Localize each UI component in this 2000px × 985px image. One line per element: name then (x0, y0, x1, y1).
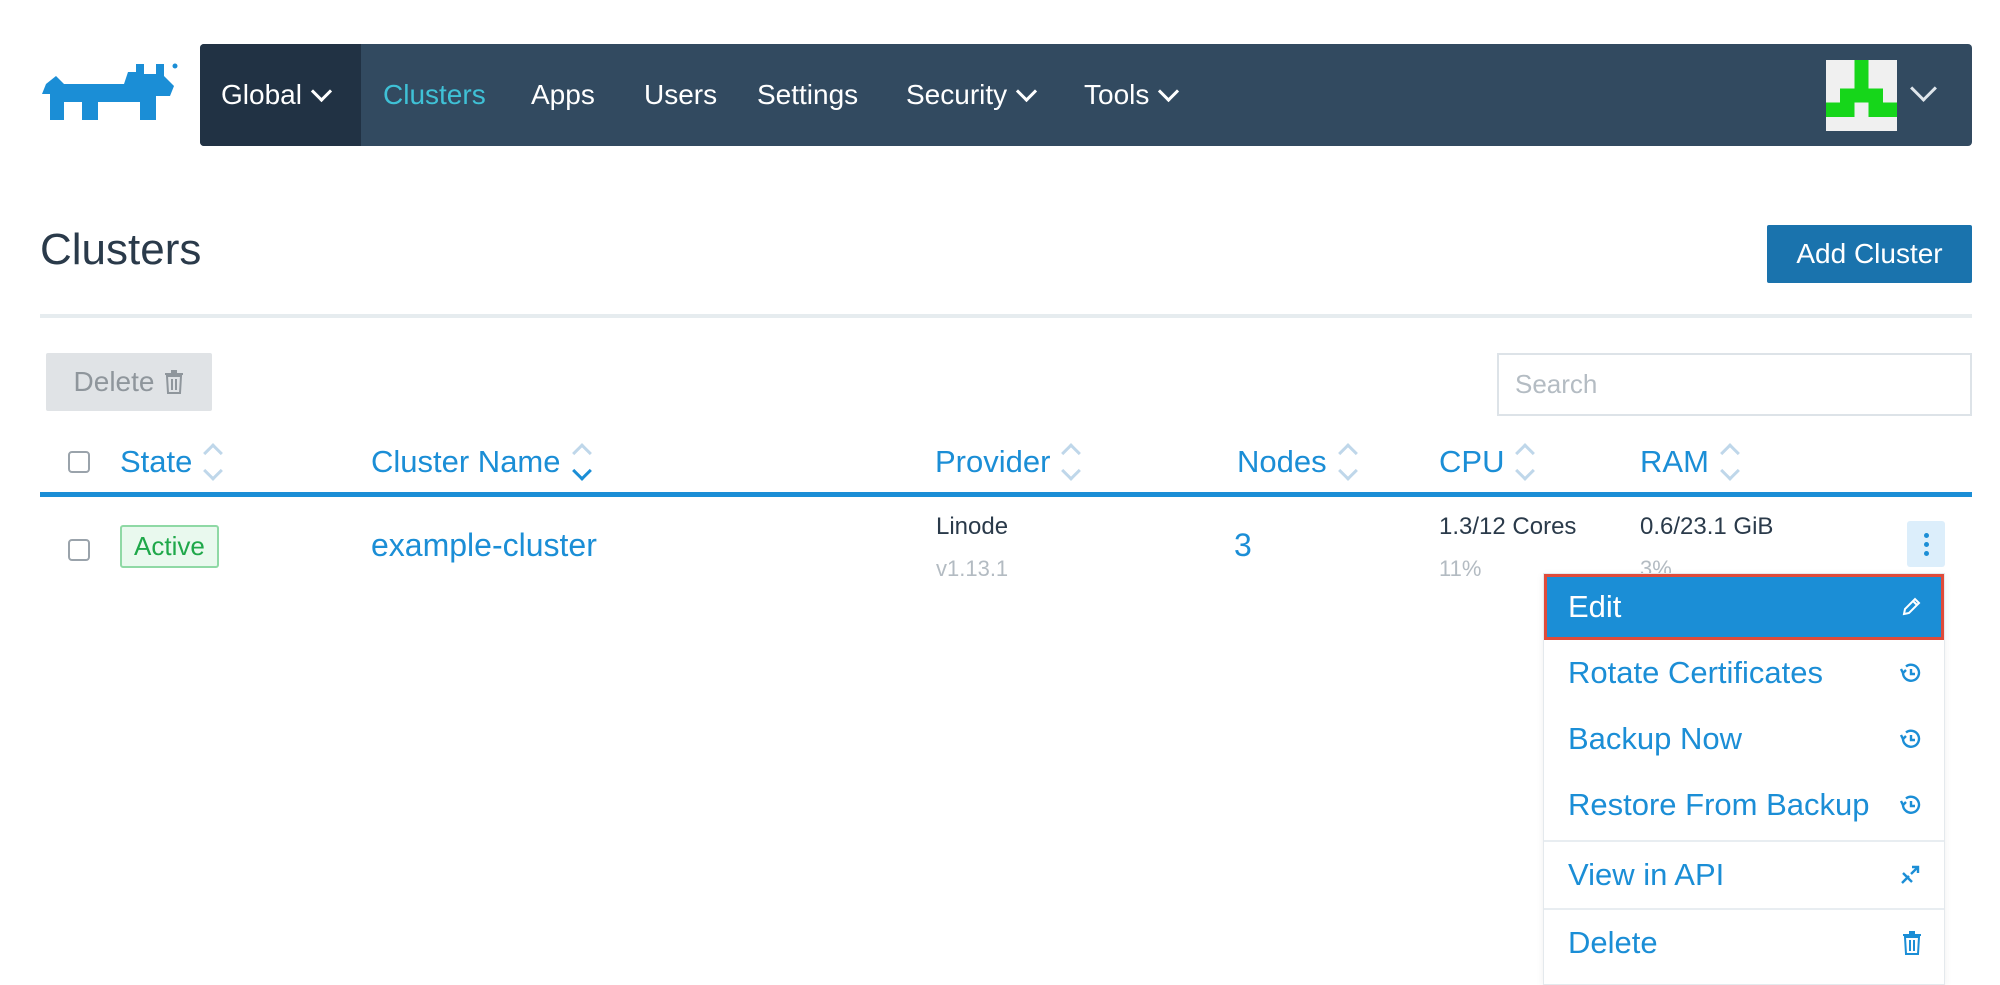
status-badge: Active (120, 525, 219, 568)
nav-tools[interactable]: Tools (1084, 44, 1180, 146)
column-header-cpu[interactable]: CPU (1439, 440, 1536, 484)
search-input[interactable] (1497, 353, 1972, 416)
row-actions-button[interactable] (1907, 521, 1945, 567)
trash-icon (165, 370, 184, 394)
sort-descending-icon (571, 443, 592, 481)
global-label: Global (221, 79, 302, 110)
nav-settings[interactable]: Settings (757, 79, 859, 110)
menu-item-rotate-certificates[interactable]: Rotate Certificates (1544, 640, 1944, 706)
trash-icon (1903, 931, 1921, 955)
history-icon (1899, 663, 1921, 682)
top-navbar: Global Clusters Apps Users Settings Secu… (200, 44, 1972, 146)
menu-item-delete[interactable]: Delete (1544, 910, 1944, 976)
sort-icon (203, 443, 224, 481)
cpu-percent: 11% (1439, 556, 1482, 581)
menu-item-restore-from-backup[interactable]: Restore From Backup (1544, 772, 1944, 838)
nav-users[interactable]: Users (644, 79, 718, 110)
sort-icon (1515, 443, 1536, 481)
column-header-provider[interactable]: Provider (935, 440, 1082, 484)
ram-usage: 0.6/23.1 GiB (1640, 513, 1774, 540)
user-menu-chevron-icon[interactable] (1910, 75, 1937, 102)
pencil-icon (1902, 597, 1921, 616)
global-scope-dropdown[interactable]: Global (200, 44, 361, 146)
select-all-checkbox[interactable] (68, 440, 90, 484)
table-header-rule (40, 492, 1972, 497)
chevron-down-icon (310, 80, 333, 102)
history-icon (1899, 729, 1921, 748)
column-header-state[interactable]: State (120, 440, 224, 484)
row-checkbox[interactable] (68, 539, 90, 561)
nav-apps[interactable]: Apps (531, 79, 595, 110)
kubernetes-version: v1.13.1 (936, 556, 1009, 581)
menu-item-backup-now[interactable]: Backup Now (1544, 706, 1944, 772)
add-cluster-button[interactable]: Add Cluster (1767, 225, 1972, 283)
column-header-cluster-name[interactable]: Cluster Name (371, 440, 592, 484)
cluster-name-link[interactable]: example-cluster (371, 527, 597, 563)
header-divider (40, 314, 1972, 318)
column-header-nodes[interactable]: Nodes (1237, 440, 1358, 484)
menu-item-edit[interactable]: Edit (1544, 574, 1944, 640)
external-link-icon (1901, 865, 1920, 884)
bulk-delete-button[interactable]: Delete (46, 353, 212, 411)
user-avatar[interactable] (1826, 60, 1897, 131)
column-header-ram[interactable]: RAM (1640, 440, 1740, 484)
row-actions-menu: Edit Rotate Certificates Backup Now Rest… (1543, 573, 1945, 985)
menu-separator (1544, 840, 1944, 842)
history-icon (1899, 795, 1921, 814)
provider-name: Linode (936, 513, 1009, 540)
chevron-down-icon (1016, 80, 1038, 102)
rancher-logo[interactable] (40, 62, 178, 128)
nodes-count-link[interactable]: 3 (1234, 527, 1252, 563)
cpu-usage: 1.3/12 Cores (1439, 513, 1577, 540)
sort-icon (1337, 443, 1358, 481)
menu-separator (1544, 908, 1944, 910)
delete-label: Delete (73, 366, 155, 397)
page-title: Clusters (40, 225, 202, 274)
nav-clusters[interactable]: Clusters (383, 79, 486, 110)
sort-icon (1061, 443, 1082, 481)
nav-security[interactable]: Security (906, 44, 1038, 146)
chevron-down-icon (1158, 80, 1180, 102)
menu-item-view-in-api[interactable]: View in API (1544, 842, 1944, 908)
sort-icon (1719, 443, 1740, 481)
